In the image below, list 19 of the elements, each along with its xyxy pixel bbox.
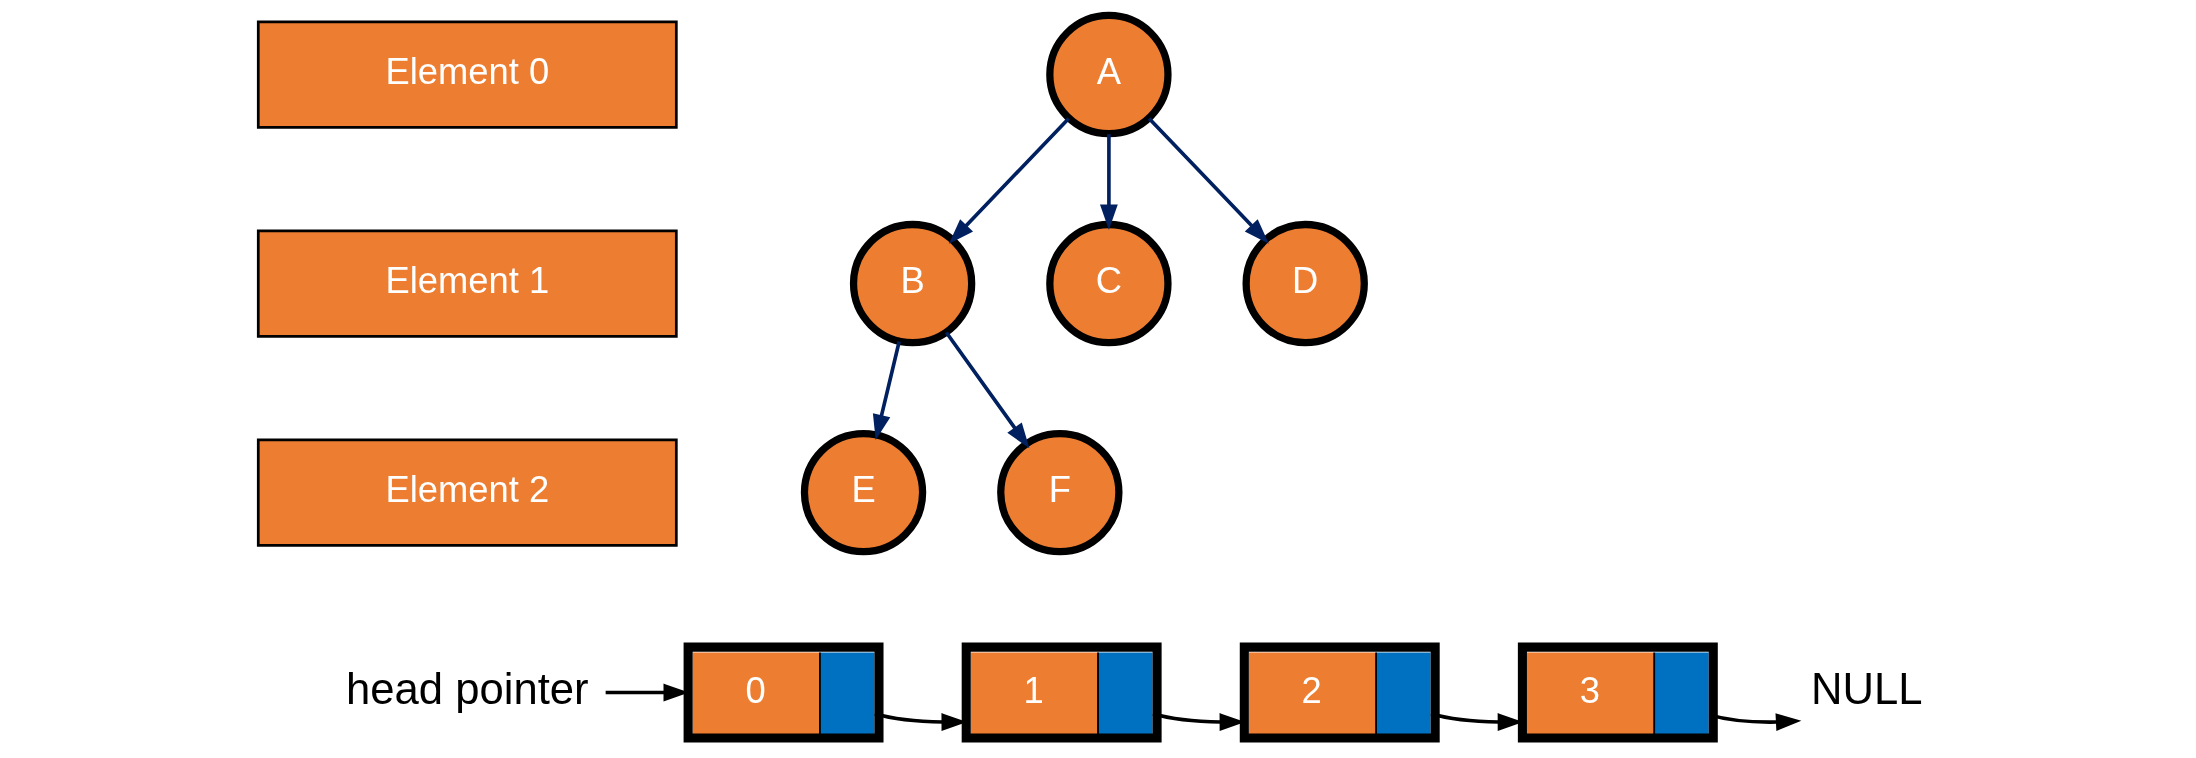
node-circle: A: [1046, 11, 1172, 138]
node-box: 1: [961, 642, 1162, 743]
arrow: [1099, 134, 1118, 230]
node-box: 2: [1239, 642, 1440, 743]
node-box: 3: [1517, 642, 1718, 743]
arrow: [1708, 713, 1802, 731]
node-box: 0: [683, 642, 884, 743]
node-box: Element 1: [256, 229, 678, 338]
node-box: Element 2: [256, 438, 678, 547]
node-circle: F: [997, 429, 1123, 556]
arrow: [944, 331, 1030, 449]
node-box: Element 0: [256, 20, 678, 129]
arrow: [1147, 117, 1269, 244]
node-circle: C: [1046, 220, 1172, 347]
arrow: [872, 341, 901, 441]
node-circle: E: [800, 429, 927, 556]
node-text: head pointer: [346, 664, 589, 713]
node-text: NULL: [1811, 664, 1923, 713]
arrow: [948, 117, 1070, 244]
